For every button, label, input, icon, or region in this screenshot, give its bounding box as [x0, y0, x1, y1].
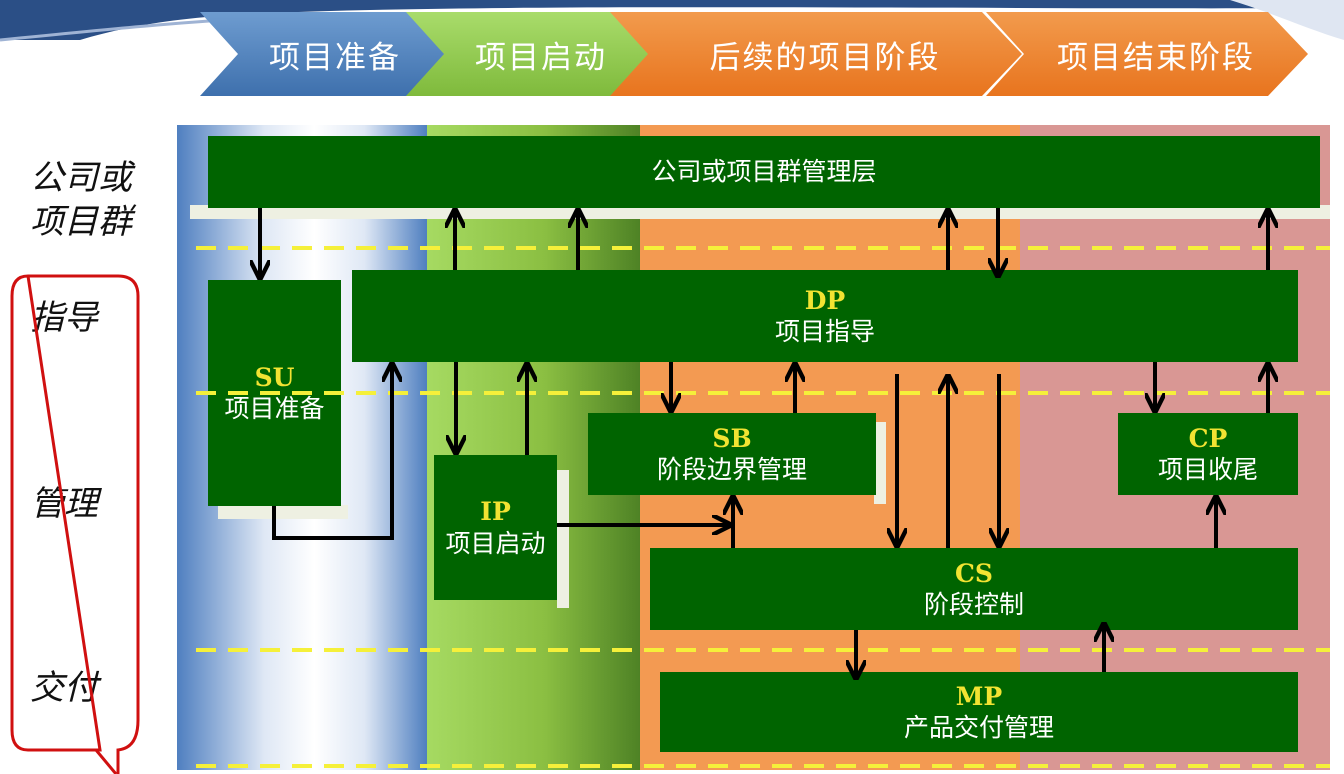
process-code: DP — [804, 285, 846, 315]
stage-chevron-subsequent: 后续的项目阶段 — [610, 12, 1022, 96]
stage-label: 后续的项目阶段 — [709, 39, 941, 76]
process-name: 产品交付管理 — [903, 713, 1054, 742]
box-shadow — [874, 422, 886, 504]
level-label-corporate: 公司或 项目群 — [30, 156, 132, 244]
process-name: 阶段边界管理 — [656, 455, 807, 484]
box-su-starting-up: SU 项目准备 — [208, 280, 341, 506]
process-code: CP — [1188, 423, 1228, 453]
box-name: 公司或项目群管理层 — [651, 157, 877, 187]
stage-chevron-initiation: 项目启动 — [406, 12, 658, 96]
stage-chevron-preparation: 项目准备 — [200, 12, 452, 96]
box-corporate-management: 公司或项目群管理层 — [208, 136, 1320, 208]
process-code: SU — [254, 362, 295, 392]
level-label-line: 公司或 — [30, 158, 132, 198]
process-code: IP — [480, 497, 511, 527]
box-shadow — [557, 470, 569, 608]
box-shadow — [218, 505, 348, 519]
stage-label: 项目启动 — [475, 39, 607, 76]
process-code: CS — [955, 558, 993, 588]
box-dp-directing: DP 项目指导 — [352, 270, 1298, 362]
process-name: 项目收尾 — [1157, 455, 1258, 484]
box-ip-initiating: IP 项目启动 — [434, 455, 557, 600]
level-label-deliver: 交付 — [30, 668, 98, 708]
box-mp-product-delivery: MP 产品交付管理 — [660, 672, 1298, 752]
process-name: 阶段控制 — [923, 590, 1024, 619]
box-cs-controlling-stage: CS 阶段控制 — [650, 548, 1298, 630]
process-name: 项目准备 — [224, 394, 325, 423]
box-shadow — [190, 205, 1330, 219]
process-name: 项目启动 — [445, 528, 546, 558]
box-cp-closing: CP 项目收尾 — [1118, 413, 1298, 495]
box-sb-stage-boundary: SB 阶段边界管理 — [588, 413, 876, 495]
level-label-line: 项目群 — [30, 202, 132, 242]
stage-label: 项目准备 — [269, 39, 401, 76]
level-label-direct: 指导 — [30, 298, 98, 338]
stage-label: 项目结束阶段 — [1057, 39, 1255, 76]
level-bracket — [10, 274, 140, 774]
process-code: MP — [955, 681, 1003, 711]
process-code: SB — [712, 423, 752, 453]
stage-chevron-closing: 项目结束阶段 — [986, 12, 1308, 96]
process-name: 项目指导 — [774, 317, 875, 346]
